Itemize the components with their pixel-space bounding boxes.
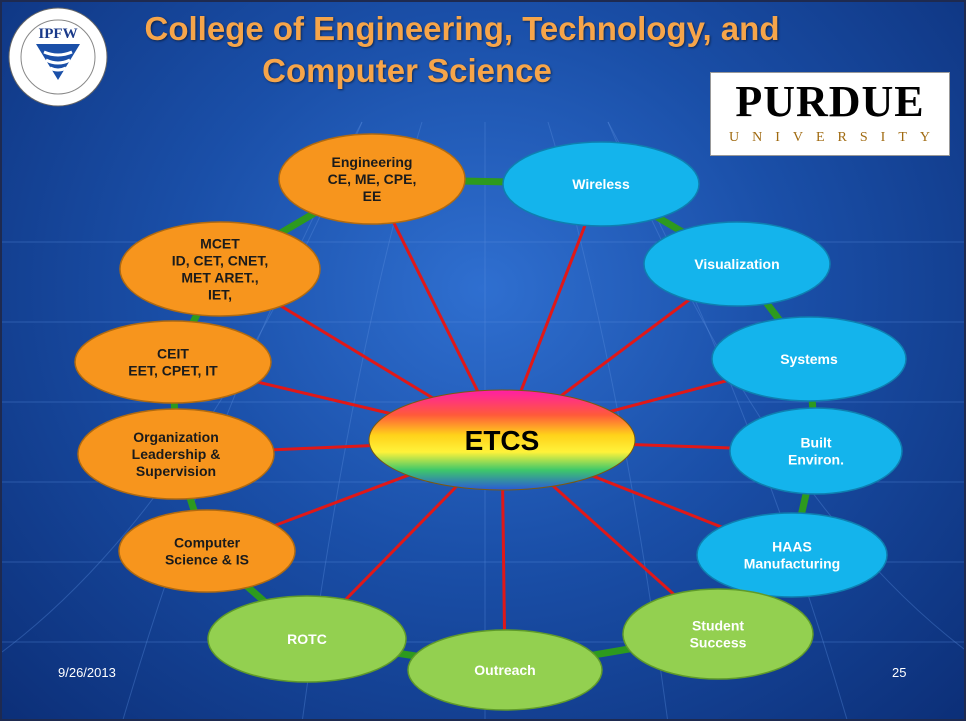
node-ellipse-mcet bbox=[119, 221, 321, 317]
ipfw-logo: IPFW bbox=[8, 7, 108, 107]
center-ellipse bbox=[368, 389, 636, 491]
node-ellipse-outreach bbox=[407, 629, 603, 711]
purdue-logo: PURDUE UNIVERSITY bbox=[710, 72, 950, 156]
title-line-2: Computer Science bbox=[262, 52, 552, 89]
node-label-rotc: ROTC bbox=[287, 631, 327, 647]
node-outreach: Outreach bbox=[407, 629, 603, 711]
svg-text:IPFW: IPFW bbox=[38, 26, 77, 42]
node-label-organization: Organization bbox=[133, 429, 219, 445]
node-label-built-environ: Environ. bbox=[788, 452, 844, 468]
node-label-engineering: EE bbox=[363, 188, 382, 204]
node-ellipse-haas bbox=[696, 512, 888, 598]
footer-page-number: 25 bbox=[892, 665, 907, 680]
node-label-outreach: Outreach bbox=[474, 662, 535, 678]
node-label-mcet: ID, CET, CNET, bbox=[172, 253, 268, 269]
node-ellipse-visualization bbox=[643, 221, 831, 307]
node-rotc: ROTC bbox=[207, 595, 407, 683]
node-label-mcet: MET ARET., bbox=[181, 270, 258, 286]
node-label-systems: Systems bbox=[780, 351, 838, 367]
node-ellipse-organization bbox=[77, 408, 275, 500]
node-label-ceit: CEIT bbox=[157, 346, 189, 362]
slide-title: College of Engineering, Technology, and … bbox=[112, 8, 812, 92]
node-label-haas: HAAS bbox=[772, 539, 812, 555]
node-label-built-environ: Built bbox=[800, 435, 831, 451]
node-systems: Systems bbox=[711, 316, 907, 402]
center-label: ETCS bbox=[465, 425, 540, 456]
node-ellipse-rotc bbox=[207, 595, 407, 683]
node-label-ceit: EET, CPET, IT bbox=[128, 363, 218, 379]
node-label-organization: Supervision bbox=[136, 463, 216, 479]
node-label-computer-science: Science & IS bbox=[165, 552, 249, 568]
node-label-student-success: Success bbox=[690, 635, 747, 651]
node-ellipse-engineering bbox=[278, 133, 466, 225]
node-label-computer-science: Computer bbox=[174, 535, 241, 551]
node-label-mcet: IET, bbox=[208, 287, 232, 303]
node-wireless: Wireless bbox=[502, 141, 700, 227]
footer-date: 9/26/2013 bbox=[58, 665, 116, 680]
node-label-engineering: Engineering bbox=[332, 154, 413, 170]
node-label-engineering: CE, ME, CPE, bbox=[328, 171, 417, 187]
node-label-organization: Leadership & bbox=[132, 446, 221, 462]
purdue-logo-name: PURDUE bbox=[735, 77, 925, 126]
node-label-mcet: MCET bbox=[200, 236, 240, 252]
node-label-haas: Manufacturing bbox=[744, 556, 840, 572]
node-ellipse-built-environ bbox=[729, 407, 903, 495]
center-node: ETCS bbox=[368, 389, 636, 491]
node-label-wireless: Wireless bbox=[572, 176, 630, 192]
node-ellipse-computer-science bbox=[118, 509, 296, 593]
node-ellipse-student-success bbox=[622, 588, 814, 680]
node-ellipse-systems bbox=[711, 316, 907, 402]
node-visualization: Visualization bbox=[643, 221, 831, 307]
purdue-logo-sub: UNIVERSITY bbox=[729, 130, 943, 145]
node-label-student-success: Student bbox=[692, 618, 744, 634]
node-ellipse-ceit bbox=[74, 320, 272, 404]
node-label-visualization: Visualization bbox=[694, 256, 779, 272]
title-line-1: College of Engineering, Technology, and bbox=[144, 10, 780, 47]
node-ellipse-wireless bbox=[502, 141, 700, 227]
